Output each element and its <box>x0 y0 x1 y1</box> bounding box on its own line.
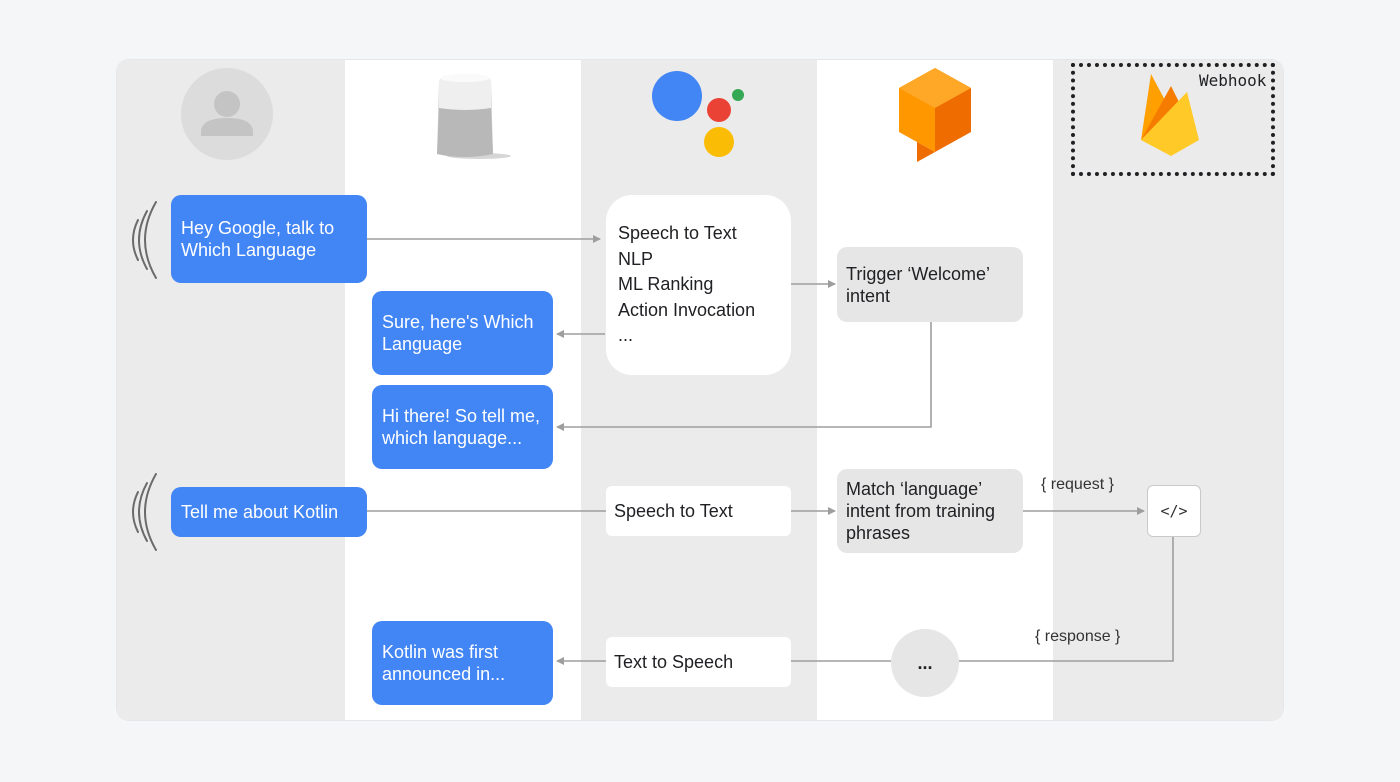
message-tell-kotlin: Tell me about Kotlin <box>171 487 367 537</box>
firebase-icon <box>1141 74 1199 156</box>
request-label: { request } <box>1041 476 1114 493</box>
user-avatar-icon <box>181 68 273 160</box>
arrow-welcome-to-hi <box>556 322 932 431</box>
google-assistant-icon <box>652 71 744 157</box>
lane-user <box>117 60 345 720</box>
connector-arrows <box>132 201 1174 665</box>
lane-assistant <box>581 60 817 720</box>
message-sure-here: Sure, here's Which Language <box>372 291 553 375</box>
dialogflow-match-language-intent: Match ‘language’ intent from training ph… <box>837 469 1023 553</box>
diagram-frame: Webhook Hey Google, talk to Which Langua… <box>117 60 1283 720</box>
dialogflow-welcome-intent: Trigger ‘Welcome’ intent <box>837 247 1023 322</box>
webhook-code-icon: </> <box>1147 485 1201 537</box>
smart-speaker-icon <box>437 74 511 159</box>
assistant-speech-to-text: Speech to Text <box>606 486 791 536</box>
webhook-frame <box>1071 63 1275 176</box>
response-label: { response } <box>1035 628 1121 645</box>
sound-waves-icon <box>132 201 157 279</box>
lane-dialogflow <box>817 60 1053 720</box>
assistant-text-to-speech: Text to Speech <box>606 637 791 687</box>
webhook-label: Webhook <box>1199 71 1267 90</box>
lane-firebase <box>1053 60 1283 720</box>
assistant-processing-steps: Speech to Text NLP ML Ranking Action Inv… <box>606 195 791 375</box>
sound-waves-icon <box>132 473 157 551</box>
dialogflow-icon <box>899 68 971 162</box>
dialogflow-ellipsis-step: ... <box>891 629 959 697</box>
message-hey-google: Hey Google, talk to Which Language <box>171 195 367 283</box>
message-hi-there: Hi there! So tell me, which language... <box>372 385 553 469</box>
message-kotlin-announced: Kotlin was first announced in... <box>372 621 553 705</box>
arrow-webhook-to-ellipsis <box>959 537 1174 662</box>
